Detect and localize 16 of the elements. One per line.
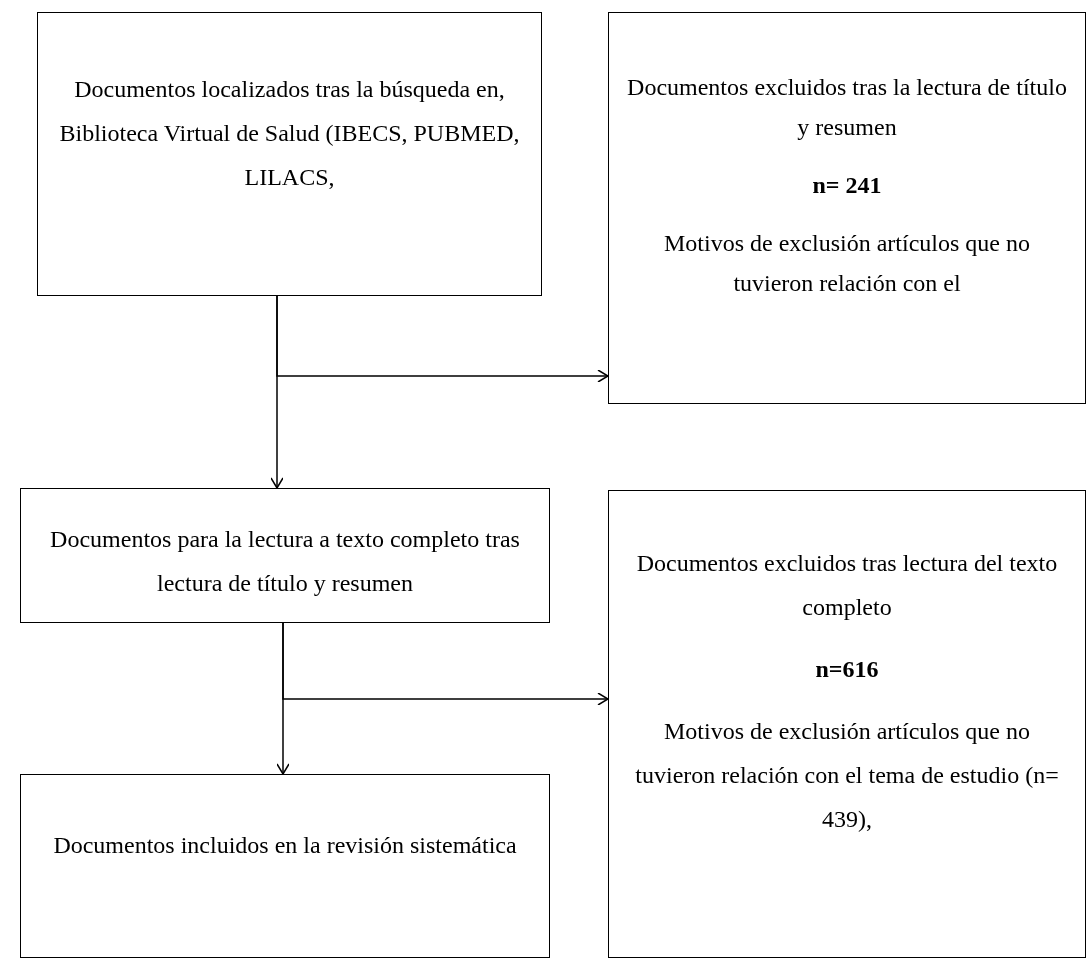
box-text: Motivos de exclusión artículos que no tuvieron relación con el tema de estudio (n= 439), (634, 717, 1060, 834)
box-text: Documentos excluidos tras lectura del texto completo (635, 549, 1059, 622)
box-text: Documentos para la lectura a texto completo tras lectura de título y resumen (49, 525, 521, 598)
box-text: Documentos incluidos en la revisión sistemática (53, 831, 517, 860)
process-box (608, 12, 1086, 404)
process-box (20, 488, 550, 623)
box-text: Documentos localizados tras la búsqueda en, Biblioteca Virtual de Salud (IBECS, PUBMED, LILACS, (58, 75, 521, 192)
box-text: Documentos excluidos tras la lectura de título y resumen (627, 73, 1067, 142)
arrow (282, 622, 609, 706)
arrow (276, 295, 609, 383)
process-box (608, 490, 1086, 958)
box-text: Motivos de exclusión artículos que no tuvieron relación con el (663, 229, 1031, 298)
count-text: n= 241 (812, 171, 882, 200)
process-box (20, 774, 550, 958)
process-box (37, 12, 542, 296)
count-text: n=616 (815, 655, 879, 684)
